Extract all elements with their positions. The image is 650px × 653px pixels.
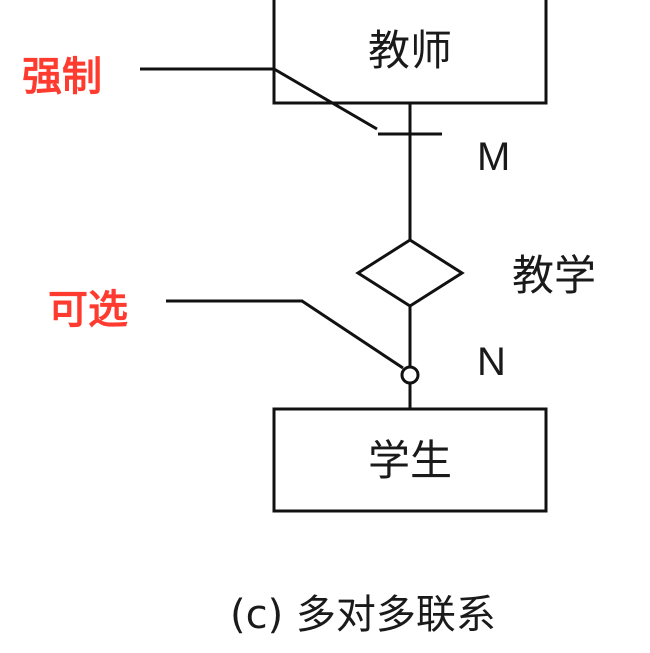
mandatory-pointer-line — [140, 67, 378, 131]
entity-student[interactable]: 学生 — [272, 407, 548, 513]
optional-pointer-line — [166, 299, 404, 370]
cardinality-student-label: N — [477, 340, 506, 384]
entity-student-box — [272, 407, 548, 513]
entity-teacher[interactable]: 教师 — [272, 0, 548, 105]
relationship-label: 教学 — [512, 251, 596, 300]
relationship-teach[interactable] — [355, 238, 465, 308]
figure-caption: (c) 多对多联系 — [230, 592, 496, 638]
cardinality-teacher-label: M — [477, 135, 510, 179]
annotation-optional-label: 可选 — [48, 287, 128, 333]
entity-teacher-box — [272, 0, 548, 105]
entity-student-label: 学生 — [368, 436, 452, 485]
entity-teacher-label: 教师 — [368, 26, 452, 75]
optional-circle — [400, 365, 420, 385]
annotation-mandatory-label: 强制 — [22, 54, 102, 100]
relationship-diamond — [355, 238, 465, 308]
